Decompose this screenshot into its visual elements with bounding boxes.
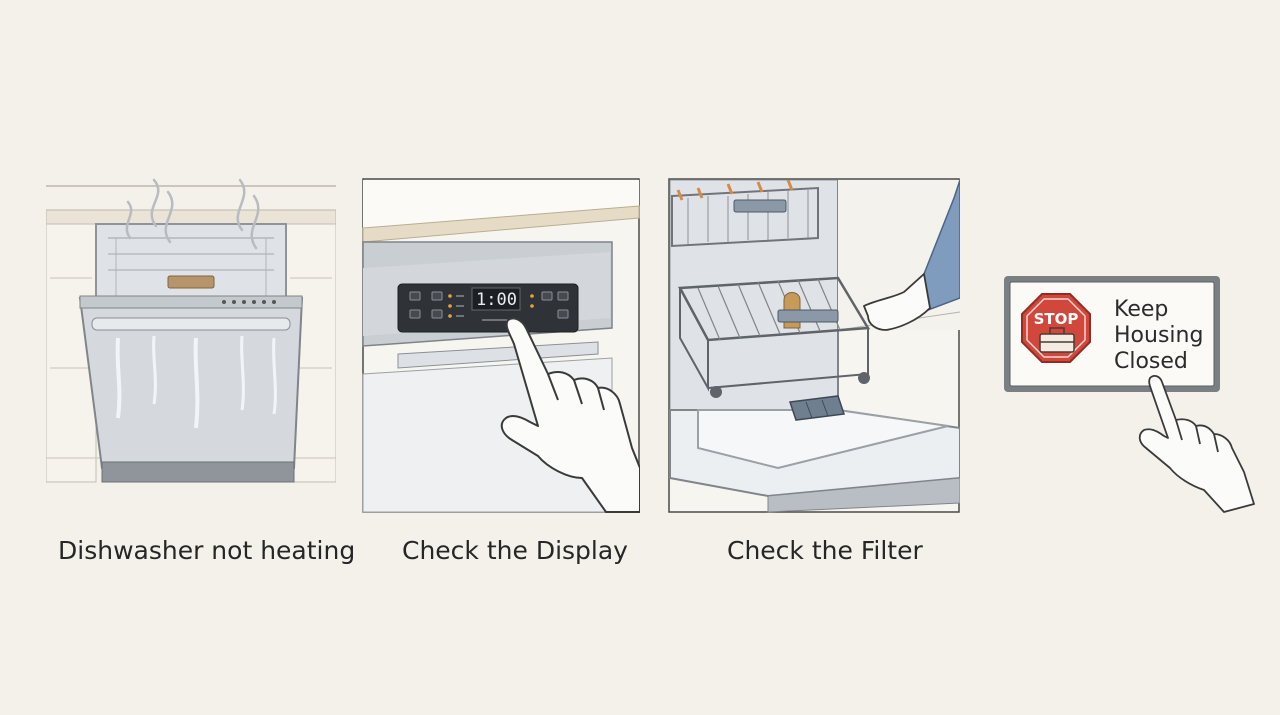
sign-line-3: Closed bbox=[1114, 349, 1188, 374]
display-readout: 1:00 bbox=[476, 290, 517, 310]
stop-label: STOP bbox=[1034, 310, 1079, 328]
filter-check-illustration bbox=[668, 178, 960, 513]
caption-check-display: Check the Display bbox=[402, 536, 628, 565]
dishwasher-steam-illustration bbox=[46, 178, 336, 488]
stop-sign-icon: STOP bbox=[1021, 293, 1091, 363]
toolbox-icon bbox=[1039, 327, 1075, 353]
sign-line-1: Keep bbox=[1114, 297, 1168, 322]
steam-icon bbox=[125, 178, 260, 250]
caption-dishwasher-not-heating: Dishwasher not heating bbox=[58, 536, 356, 565]
sign-line-2: Housing bbox=[1114, 323, 1203, 348]
keep-housing-closed-sign: STOP Keep Housing Closed bbox=[1000, 272, 1262, 517]
pointing-hand-icon bbox=[1138, 375, 1255, 513]
pointing-hand-icon bbox=[500, 317, 640, 513]
filter-icon bbox=[788, 395, 846, 421]
display-check-illustration: 1:00 bbox=[362, 178, 640, 513]
caption-check-filter: Check the Filter bbox=[727, 536, 923, 565]
dishwasher-icon bbox=[78, 223, 304, 483]
